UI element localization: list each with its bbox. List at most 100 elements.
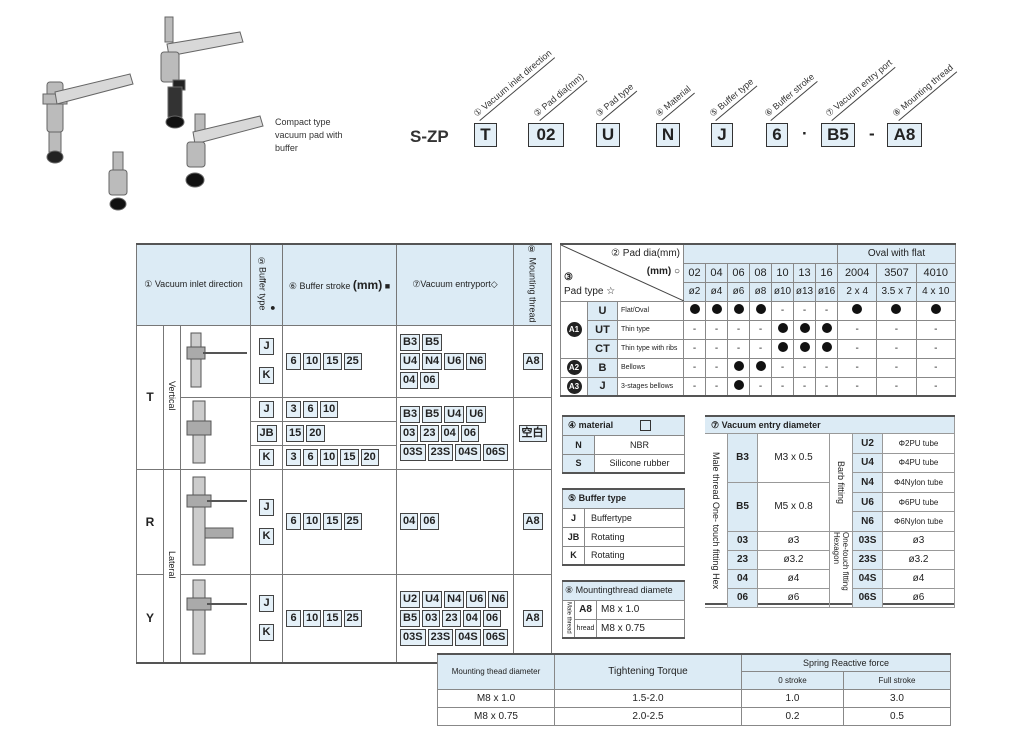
availability-cell: - xyxy=(915,357,956,378)
pad-type-desc: 3-stages bellows xyxy=(616,376,685,397)
header-full-stroke: Full stroke xyxy=(842,670,952,690)
mounting-desc: M8 x 1.0 xyxy=(596,599,685,620)
pad-dia-code: 04 xyxy=(705,262,729,283)
code-label: ⑧ Mounting thread xyxy=(890,62,957,121)
option-chip: 6 xyxy=(286,352,302,370)
availability-cell xyxy=(749,357,773,378)
ved-code: U4 xyxy=(853,453,883,474)
mount-cell: A8 xyxy=(513,324,553,398)
male-thread-side: Male thread xyxy=(562,599,575,639)
product-caption: Compact type vacuum pad with buffer xyxy=(275,116,343,155)
available-dot-icon xyxy=(799,323,810,333)
pad-corner-cell: ② Pad dia(mm) (mm) ○ ③ Pad type ☆ xyxy=(559,243,685,302)
buffer-type-title: ⑤ Buffer type xyxy=(562,488,685,509)
available-dot-icon xyxy=(733,379,744,390)
availability-cell: - xyxy=(876,319,917,340)
pad-group: A1 xyxy=(560,300,588,359)
pad-dia-size: ø10 xyxy=(771,281,795,302)
option-chip: 06 xyxy=(420,513,439,531)
buffer-cell: K xyxy=(250,444,284,470)
available-dot-icon xyxy=(733,304,744,314)
ved-code: 03S xyxy=(853,531,883,551)
available-dot-icon xyxy=(689,304,700,314)
availability-cell: - xyxy=(815,357,839,378)
option-chip: 23 xyxy=(442,609,461,627)
vacuum-entry-diameter-table: ⑦ Vacuum entry diameter Male thread One-… xyxy=(705,415,955,608)
option-chip: 06 xyxy=(482,609,502,627)
option-chip: 04 xyxy=(400,371,419,389)
ved-code: 03 xyxy=(728,531,758,551)
option-chip: N4 xyxy=(444,590,465,608)
option-chip: 15 xyxy=(323,609,342,627)
availability-cell: - xyxy=(915,376,956,397)
ved-barb: Barb fitting xyxy=(830,434,853,532)
option-chip: 6 xyxy=(286,513,302,531)
availability-cell xyxy=(793,338,817,359)
ved-code: B5 xyxy=(728,482,758,532)
option-chip: J xyxy=(259,400,275,418)
caption-line: buffer xyxy=(275,143,298,153)
option-chip: 6 xyxy=(303,400,319,418)
ved-code: N4 xyxy=(853,473,883,493)
pad-type-label: Pad type ☆ xyxy=(564,286,616,297)
square-marker-icon: ■ xyxy=(384,280,391,291)
option-chip: U6 xyxy=(444,352,465,370)
buffer-desc: Buffertype xyxy=(584,507,685,528)
option-chip: 03 xyxy=(422,609,441,627)
ved-code: 04 xyxy=(728,569,758,589)
option-chip: 06 xyxy=(420,371,439,389)
ved-code: 23 xyxy=(728,550,758,570)
ved-desc: ø3.2 xyxy=(758,550,830,570)
code-label: ⑤ Buffer type xyxy=(707,76,758,121)
ved-desc: Φ2PU tube xyxy=(883,434,955,454)
availability-cell: - xyxy=(705,319,729,340)
mounting-title: ⑧ Mountingthread diamete xyxy=(562,580,685,601)
mount-chip: A8 xyxy=(522,352,543,370)
barb-label: Barb fitting xyxy=(836,460,846,504)
option-chip: 20 xyxy=(306,424,325,442)
option-chip: 15 xyxy=(323,513,342,531)
option-chip: 03S xyxy=(400,628,426,646)
header-port: ⑦Vacuum entryport◇ xyxy=(396,243,515,326)
mounting-code: A8 xyxy=(574,599,597,620)
direction-code-y: Y xyxy=(136,573,164,664)
option-chip: 04S xyxy=(455,628,481,646)
availability-cell: - xyxy=(815,300,839,321)
option-chip: N4 xyxy=(422,352,443,370)
mounting-code: hread xyxy=(574,618,597,639)
code-label: ③ Pad type xyxy=(593,81,638,121)
option-chip: 25 xyxy=(343,609,362,627)
pad-dia-code: 3507 xyxy=(876,262,917,283)
option-chip: 04 xyxy=(462,609,481,627)
pad-dia-size: 3.5 x 7 xyxy=(876,281,917,302)
availability-cell: - xyxy=(749,376,773,397)
availability-cell: - xyxy=(727,319,751,340)
availability-cell: - xyxy=(749,338,773,359)
option-chip: J xyxy=(259,338,275,356)
code-box-8: A8 xyxy=(887,123,922,147)
circle-marker-icon: ● xyxy=(270,302,276,313)
pad-group: A3 xyxy=(560,376,588,397)
chip-line: K xyxy=(251,361,282,390)
pad-dia-code: 06 xyxy=(727,262,751,283)
option-chip: 10 xyxy=(320,448,339,466)
option-chip: U4 xyxy=(400,352,421,370)
caption-line: vacuum pad with xyxy=(275,130,343,140)
availability-cell: - xyxy=(837,338,878,359)
pad-dia-size: ø8 xyxy=(749,281,773,302)
buffer-cell: J xyxy=(250,396,284,422)
